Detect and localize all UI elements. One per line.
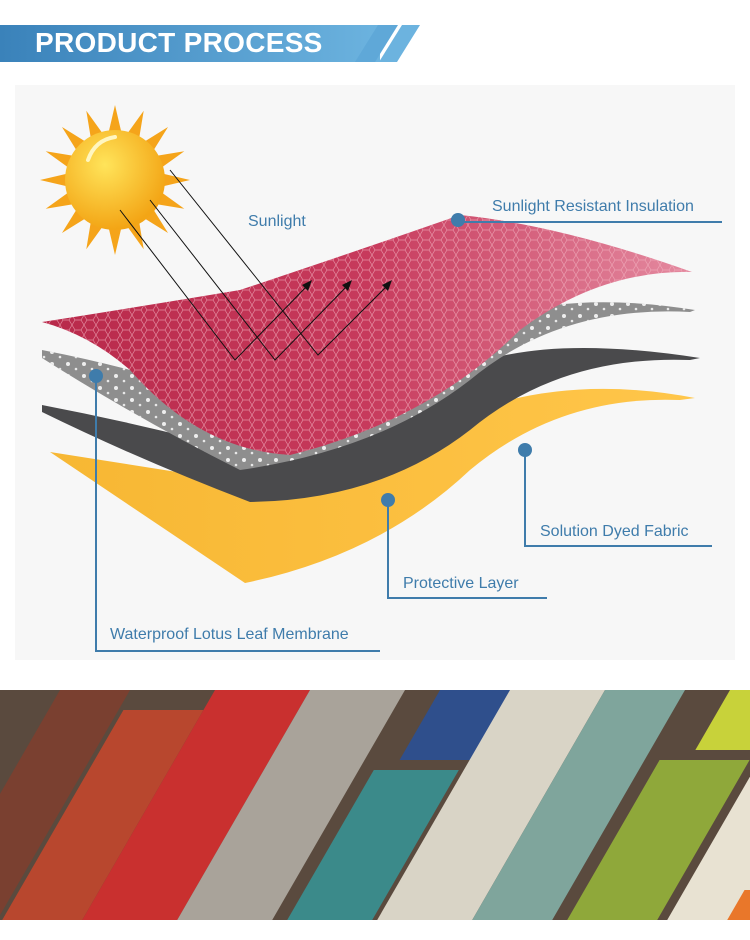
fabric-rolls-photo bbox=[0, 690, 750, 920]
callout-insulation: Sunlight Resistant Insulation bbox=[492, 198, 694, 215]
banner-title: PRODUCT PROCESS bbox=[35, 27, 323, 58]
sunlight-reflection-arrows bbox=[119, 169, 391, 361]
layer-illustration bbox=[40, 105, 722, 652]
callout-lines bbox=[95, 221, 722, 652]
sun-icon bbox=[40, 105, 190, 255]
fabric-rolls-image bbox=[0, 690, 750, 920]
callout-waterproof-membrane: Waterproof Lotus Leaf Membrane bbox=[110, 626, 349, 643]
callout-dots bbox=[89, 213, 532, 507]
callout-protective-layer: Protective Layer bbox=[403, 575, 519, 592]
solution-dyed-fabric-layer bbox=[50, 388, 695, 583]
callout-solution-dyed-fabric: Solution Dyed Fabric bbox=[540, 523, 689, 540]
banner-slashes bbox=[355, 25, 420, 62]
section-banner bbox=[0, 25, 380, 62]
sunlight-label: Sunlight bbox=[248, 213, 306, 230]
